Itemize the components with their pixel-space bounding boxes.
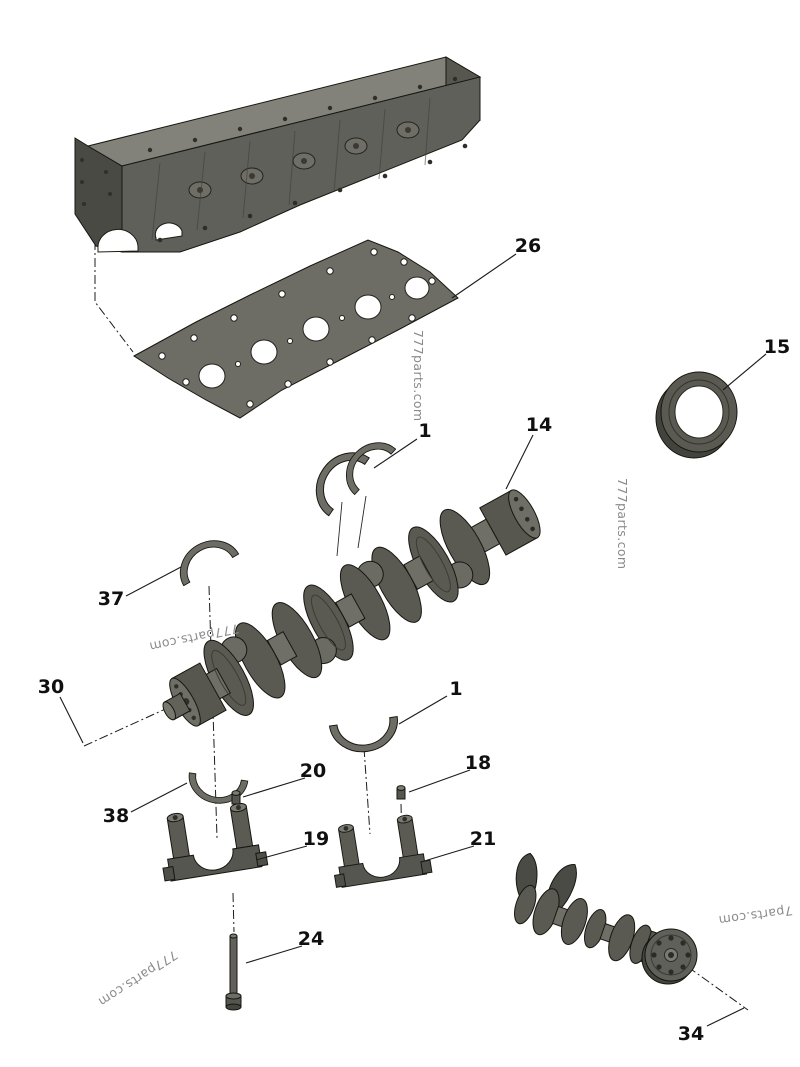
callout-18: 18: [465, 752, 491, 774]
callout-15: 15: [764, 336, 790, 358]
leader-38: [130, 782, 188, 813]
callout-26: 26: [515, 235, 541, 257]
callout-30: 30: [38, 676, 64, 698]
gasket-bolt-holes: [158, 248, 436, 408]
callout-1-upper: 1: [418, 420, 431, 442]
callout-20: 20: [300, 760, 326, 782]
plug-18: [396, 785, 406, 800]
main-bearing-bolt-24: [225, 933, 242, 1011]
rear-flange-holes: [513, 496, 535, 532]
leader-21: [420, 845, 475, 863]
bearing-shell-37: [169, 529, 240, 587]
engine-block: [74, 56, 482, 253]
wear-ring: [655, 371, 738, 459]
centerline-cap-bolt-24: [232, 892, 235, 933]
block-top-bolt-holes: [147, 76, 458, 153]
callout-14: 14: [526, 414, 552, 436]
watermark-vertical-2: 777parts.com: [615, 478, 630, 569]
callout-38: 38: [103, 805, 129, 827]
counterweight-accents: [211, 536, 451, 706]
shaft-34-axis-extension: [687, 966, 749, 1011]
crankshaft: [162, 489, 541, 727]
watermark-vertical-1: 777parts.com: [411, 330, 426, 421]
block-end-holes: [80, 158, 112, 206]
leader-19: [255, 845, 308, 861]
flange-bolt-holes: [651, 935, 691, 975]
main-bearing-cap-21: [326, 812, 433, 889]
block-ribs: [151, 97, 431, 241]
bearing-shell-lower-1: [328, 716, 402, 757]
crankshaft-axis-extension: [83, 705, 173, 747]
watermark-inverted-2: 777parts.com: [96, 947, 181, 1009]
callout-21: 21: [470, 828, 496, 850]
leader-34: [706, 1007, 745, 1027]
centerline-shell-cap-right: [363, 747, 371, 835]
bed-plate-gasket: [133, 239, 459, 419]
callout-1-lower: 1: [449, 678, 462, 700]
block-boss-holes: [197, 127, 411, 193]
leader-1-lower: [398, 695, 448, 725]
callout-labels: 26 15 1 14 37 30 1 20 18 38 19 21 24 34: [38, 235, 790, 1045]
shell-alignment-lines: [336, 495, 367, 557]
leader-20: [242, 777, 306, 798]
centerline-block-to-plate: [94, 224, 134, 353]
leader-37: [125, 566, 182, 597]
leader-18: [408, 769, 471, 793]
shaft-assembly-34: [514, 852, 698, 985]
leader-30: [59, 696, 84, 744]
callout-24: 24: [298, 928, 324, 950]
watermark-partial: 7parts.com: [718, 903, 794, 928]
leader-24: [245, 945, 303, 964]
leader-15: [722, 353, 767, 391]
gasket-bore-holes: [198, 276, 430, 389]
callout-34: 34: [678, 1023, 704, 1045]
block-skirt-bolt-holes: [157, 143, 468, 243]
leader-14: [505, 434, 534, 490]
leader-1-upper: [373, 438, 418, 469]
callout-19: 19: [303, 828, 329, 850]
leader-lines: [59, 253, 767, 1027]
callout-37: 37: [98, 588, 124, 610]
leader-26: [451, 253, 517, 299]
main-bearing-cap-19: [154, 799, 269, 883]
plug-20: [231, 790, 241, 805]
